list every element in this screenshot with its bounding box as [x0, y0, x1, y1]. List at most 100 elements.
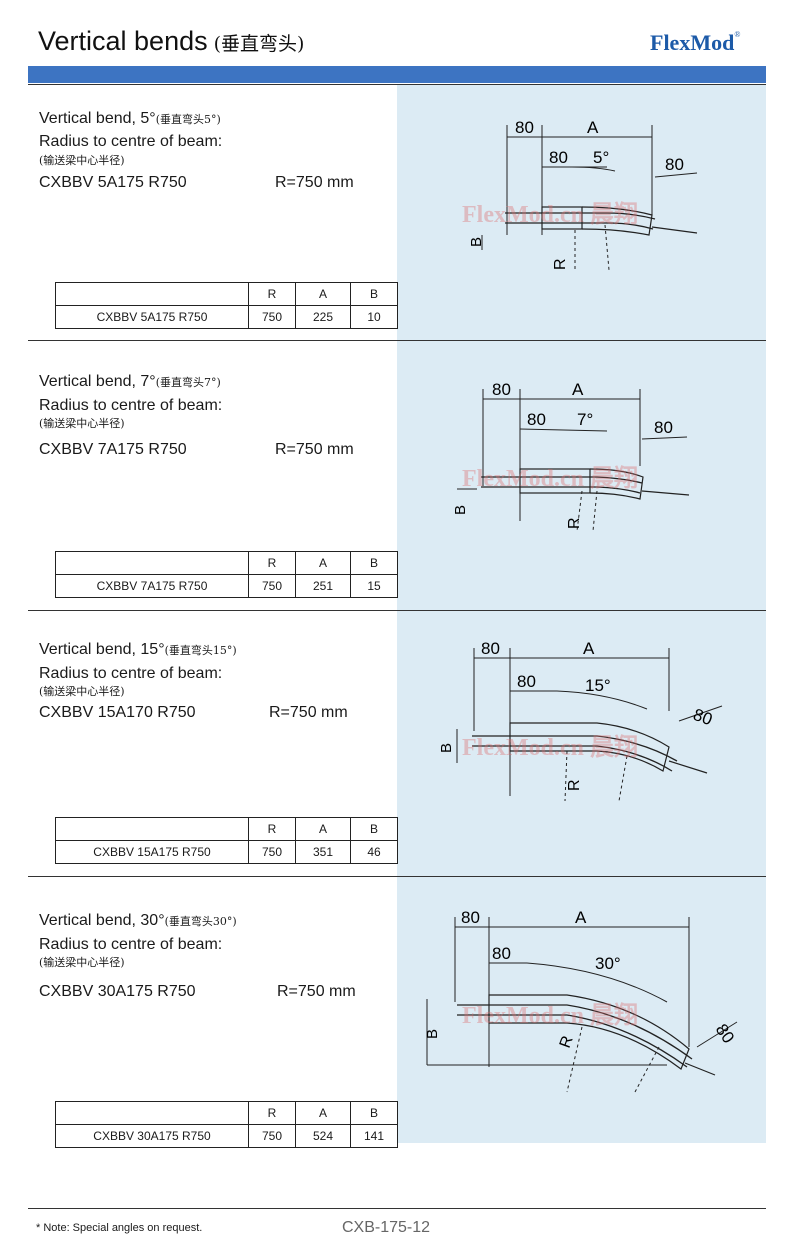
- bend-diagram-5: 80 A 80 5° 80 B R: [468, 118, 698, 271]
- radius-line: [634, 1046, 660, 1093]
- dim-label-b: B: [438, 743, 455, 753]
- dim-label-a: A: [587, 118, 599, 137]
- beam-bottom-outline: [472, 745, 673, 772]
- radius-label: Radius to centre of beam:: [39, 133, 223, 150]
- table-row: CXBBV 15A175 R750 750 351 46: [55, 840, 398, 864]
- angle-arc: [526, 962, 668, 1003]
- diagram-panel-7: [397, 341, 766, 611]
- table-header-b: B: [350, 817, 398, 841]
- section-heading: Vertical bend, 7°(垂直弯头7°): [39, 373, 221, 391]
- dim-label-b: B: [468, 237, 485, 247]
- table-header-blank: [55, 817, 249, 841]
- radius-value: R=750 mm: [275, 174, 354, 191]
- beam-right: [651, 226, 698, 234]
- dimension-line-80-right: [678, 705, 723, 722]
- dim-label-80-inner: 80: [549, 148, 568, 167]
- beam-right: [684, 1062, 716, 1076]
- radius-line: [592, 490, 598, 532]
- watermark: FlexMod.cn 晨翔: [462, 735, 638, 761]
- radius-line: [564, 750, 568, 802]
- dim-label-a: A: [583, 639, 595, 658]
- table-header-row: R A B: [55, 551, 398, 575]
- table-header-r: R: [248, 1101, 296, 1125]
- table-cell-r: 750: [248, 574, 296, 598]
- section-heading: Vertical bend, 5°(垂直弯头5°): [39, 110, 221, 128]
- table-header-r: R: [248, 817, 296, 841]
- table-cell-a: 524: [295, 1124, 351, 1148]
- bend-curve: [581, 206, 653, 236]
- dim-label-r: R: [557, 1034, 577, 1051]
- radius-label-cn: (输送梁中心半径): [39, 417, 125, 430]
- radius-label: Radius to centre of beam:: [39, 665, 223, 682]
- table-header-row: R A B: [55, 1101, 398, 1125]
- table-header-a: A: [295, 1101, 351, 1125]
- beam-top-outline: [472, 735, 678, 762]
- bend-diagram-15: 80 A 80 15° 80 B R: [438, 639, 723, 802]
- table-header-r: R: [248, 282, 296, 306]
- header-color-bar: [28, 66, 766, 83]
- beam-right: [668, 760, 708, 774]
- radius-label: Radius to centre of beam:: [39, 936, 223, 953]
- table-header-b: B: [350, 282, 398, 306]
- radius-label-cn: (输送梁中心半径): [39, 956, 125, 969]
- table-cell-model: CXBBV 5A175 R750: [55, 305, 249, 329]
- table-row: CXBBV 5A175 R750 750 225 10: [55, 305, 398, 329]
- dim-label-80-inner: 80: [527, 410, 546, 429]
- beam-top-outline: [481, 476, 643, 484]
- diagram-panel-30: [397, 877, 766, 1143]
- section-heading-cn: (垂直弯头5°): [155, 113, 221, 126]
- watermark: FlexMod.cn 晨翔: [462, 1003, 638, 1029]
- radius-line: [566, 1026, 583, 1093]
- table-cell-model: CXBBV 15A175 R750: [55, 840, 249, 864]
- section-heading-cn: (垂直弯头7°): [155, 376, 221, 389]
- page-code: CXB-175-12: [342, 1219, 431, 1236]
- footer-note: * Note: Special angles on request.: [36, 1222, 203, 1234]
- table-header-r: R: [248, 551, 296, 575]
- angle-label: 15°: [585, 676, 611, 695]
- section-bend-5: [28, 84, 766, 341]
- table-header-b: B: [350, 551, 398, 575]
- footer-divider: [28, 1208, 766, 1209]
- table-cell-b: 141: [350, 1124, 398, 1148]
- radius-label-cn: (输送梁中心半径): [39, 685, 125, 698]
- bend-body: [519, 468, 591, 494]
- dim-label-80-right: 80: [654, 418, 673, 437]
- watermark: FlexMod.cn 晨翔: [462, 466, 638, 492]
- radius-label-cn: (输送梁中心半径): [39, 154, 125, 167]
- table-cell-model: CXBBV 7A175 R750: [55, 574, 249, 598]
- page-title-cn: (垂直弯头): [213, 33, 305, 55]
- dim-label-a: A: [572, 380, 584, 399]
- page-title: Vertical bends(垂直弯头): [38, 26, 304, 57]
- section-bend-30: [28, 876, 766, 1143]
- table-cell-r: 750: [248, 840, 296, 864]
- table-row: CXBBV 30A175 R750 750 524 141: [55, 1124, 398, 1148]
- radius-line: [618, 755, 628, 802]
- dim-label-r: R: [566, 779, 583, 791]
- beam-bottom-outline: [481, 486, 641, 494]
- radius-line: [604, 224, 610, 271]
- model-code: CXBBV 30A175 R750: [39, 983, 196, 1000]
- radius-value: R=750 mm: [277, 983, 356, 1000]
- section-heading: Vertical bend, 15°(垂直弯头15°): [39, 641, 237, 659]
- section-heading-text: Vertical bend, 30°: [39, 912, 165, 929]
- table-header-b: B: [350, 1101, 398, 1125]
- table-cell-b: 46: [350, 840, 398, 864]
- angle-arc: [571, 166, 616, 172]
- dim-label-b: B: [452, 505, 469, 515]
- spec-table: R A B CXBBV 7A175 R750 750 251 15: [55, 551, 398, 598]
- section-bend-7: [28, 340, 766, 611]
- brand-registered-mark: ®: [734, 30, 741, 39]
- table-header-blank: [55, 282, 249, 306]
- dim-label-80-right: 80: [665, 155, 684, 174]
- table-cell-b: 10: [350, 305, 398, 329]
- table-header-row: R A B: [55, 817, 398, 841]
- dim-label-80: 80: [481, 639, 500, 658]
- spec-table: R A B CXBBV 30A175 R750 750 524 141: [55, 1101, 398, 1148]
- section-bend-15: [28, 610, 766, 877]
- section-heading-text: Vertical bend, 5°: [39, 110, 156, 127]
- radius-value: R=750 mm: [275, 441, 354, 458]
- dim-label-80-right: 80: [691, 705, 715, 729]
- angle-label: 30°: [595, 954, 621, 973]
- section-heading-cn: (垂直弯头15°): [164, 644, 237, 657]
- table-cell-a: 251: [295, 574, 351, 598]
